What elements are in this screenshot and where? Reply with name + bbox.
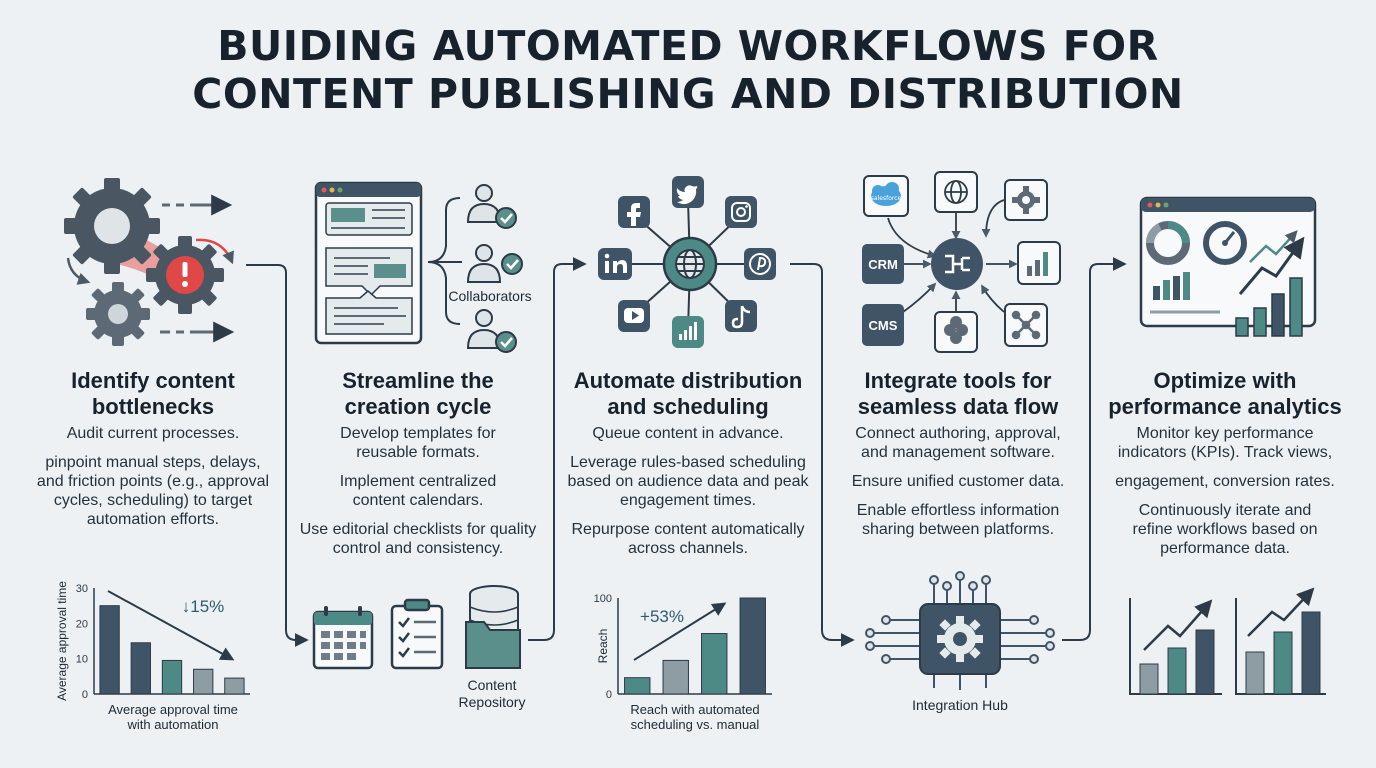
gears-bottleneck-icon [64,178,235,346]
checklist-icon [390,598,444,670]
instagram-icon [725,196,757,228]
step-5-heading-line-2: performance analytics [1108,394,1342,419]
bar [701,633,728,695]
integration-hub-label: Integration Hub [912,697,1008,713]
step-4-heading-line-1: Integrate tools for [864,368,1052,393]
tiktok-icon [725,300,757,332]
pinterest-icon [744,248,776,280]
step-4-heading-line-2: seamless data flow [857,394,1059,419]
y-axis-label: Average approval time [55,581,69,701]
chart-1-caption: Average approval time with automation [108,702,238,732]
growth-chart-right [1235,587,1326,695]
y-axis-label: Reach [596,629,610,664]
cms-label: CMS [869,318,898,333]
analytics-app-icon [672,316,704,348]
bar [624,677,651,695]
approval-time-chart: 0 10 20 30 Average approval time ↓15% [55,581,250,701]
step-5-text-1: Monitor key performance indicators (KPIs… [1117,425,1333,461]
bar [161,659,183,695]
step-1-text-1: Audit current processes. [66,425,240,442]
salesforce-logo-text: salesforce [871,195,902,202]
step-3-text-1: Queue content in advance. [592,425,784,442]
annotation-label: ↓15% [182,597,225,616]
bar [193,668,214,695]
connector-arrow-4 [1062,257,1127,641]
title-line-2: CONTENT PUBLISHING AND DISTRIBUTION [192,70,1184,118]
step-3-heading-line-2: and scheduling [607,394,769,419]
trend-arrow [633,602,727,661]
y-tick-label: 100 [594,593,612,605]
analytics-dashboard-icon [1139,196,1317,337]
y-tick-label: 10 [76,654,88,666]
y-tick-label: 0 [82,689,88,701]
y-tick-label: 0 [606,689,612,701]
step-5-text-3: Continuously iterate and refine workflow… [1132,502,1318,557]
step-4-text-3: Enable effortless information sharing be… [856,502,1060,538]
step-5-text-2: engagement, conversion rates. [1115,473,1335,490]
calendar-icon [312,606,374,670]
step-1-heading-line-1: Identify content [71,368,235,393]
step-3-text-3: Repurpose content automatically across c… [571,521,805,557]
youtube-icon [618,300,650,332]
step-2-text-1: Develop templates for reusable formats. [340,425,496,461]
step-3-heading-line-1: Automate distribution [573,368,803,393]
connector-arrow-3 [790,263,855,647]
bar [99,605,120,695]
step-2-text-3: Use editorial checklists for quality con… [299,521,537,557]
bar [739,597,766,695]
title-line-1: BUIDING AUTOMATED WORKFLOWS FOR [217,22,1159,70]
chart-2-caption: Reach with automated scheduling vs. manu… [630,702,760,732]
step-2-heading-line-2: creation cycle [344,394,492,419]
step-4-text-1: Connect authoring, approval, and managem… [855,425,1061,461]
bar [662,659,689,695]
step-3-text-2: Leverage rules-based scheduling based on… [567,454,809,509]
step-2-text-2: Implement centralized content calendars. [339,473,497,509]
crm-label: CRM [868,257,898,272]
collaborators-icon [427,184,523,353]
twitter-icon [672,176,704,208]
content-template-icon [314,181,423,345]
bar [224,677,245,695]
y-tick-label: 30 [76,583,88,595]
step-5-heading-line-1: Optimize with [1153,368,1297,393]
facebook-icon [618,196,650,228]
content-repository-icon [465,585,521,669]
collaborators-label: Collaborators [448,288,532,304]
step-1-text-2: pinpoint manual steps, delays, and frict… [36,454,270,528]
page-title: BUIDING AUTOMATED WORKFLOWS FOR CONTENT … [0,22,1376,118]
integration-hub-icon [865,571,1055,690]
step-4-text-2: Ensure unified customer data. [851,473,1065,490]
step-2-heading-line-1: Streamline the [342,368,494,393]
annotation-label: +53% [640,607,684,626]
bar [130,642,151,695]
linkedin-icon [598,248,632,280]
step-1-heading-line-2: bottlenecks [91,394,215,419]
connector-arrow-2 [528,257,587,641]
trend-arrow [107,590,235,661]
tool-integration-diagram: salesforce CRM CMS [862,171,1061,353]
connector-arrow-1 [246,264,309,647]
growth-chart-left [1129,598,1222,695]
content-repository-label: Content Repository [458,677,526,710]
y-tick-label: 20 [76,618,88,630]
